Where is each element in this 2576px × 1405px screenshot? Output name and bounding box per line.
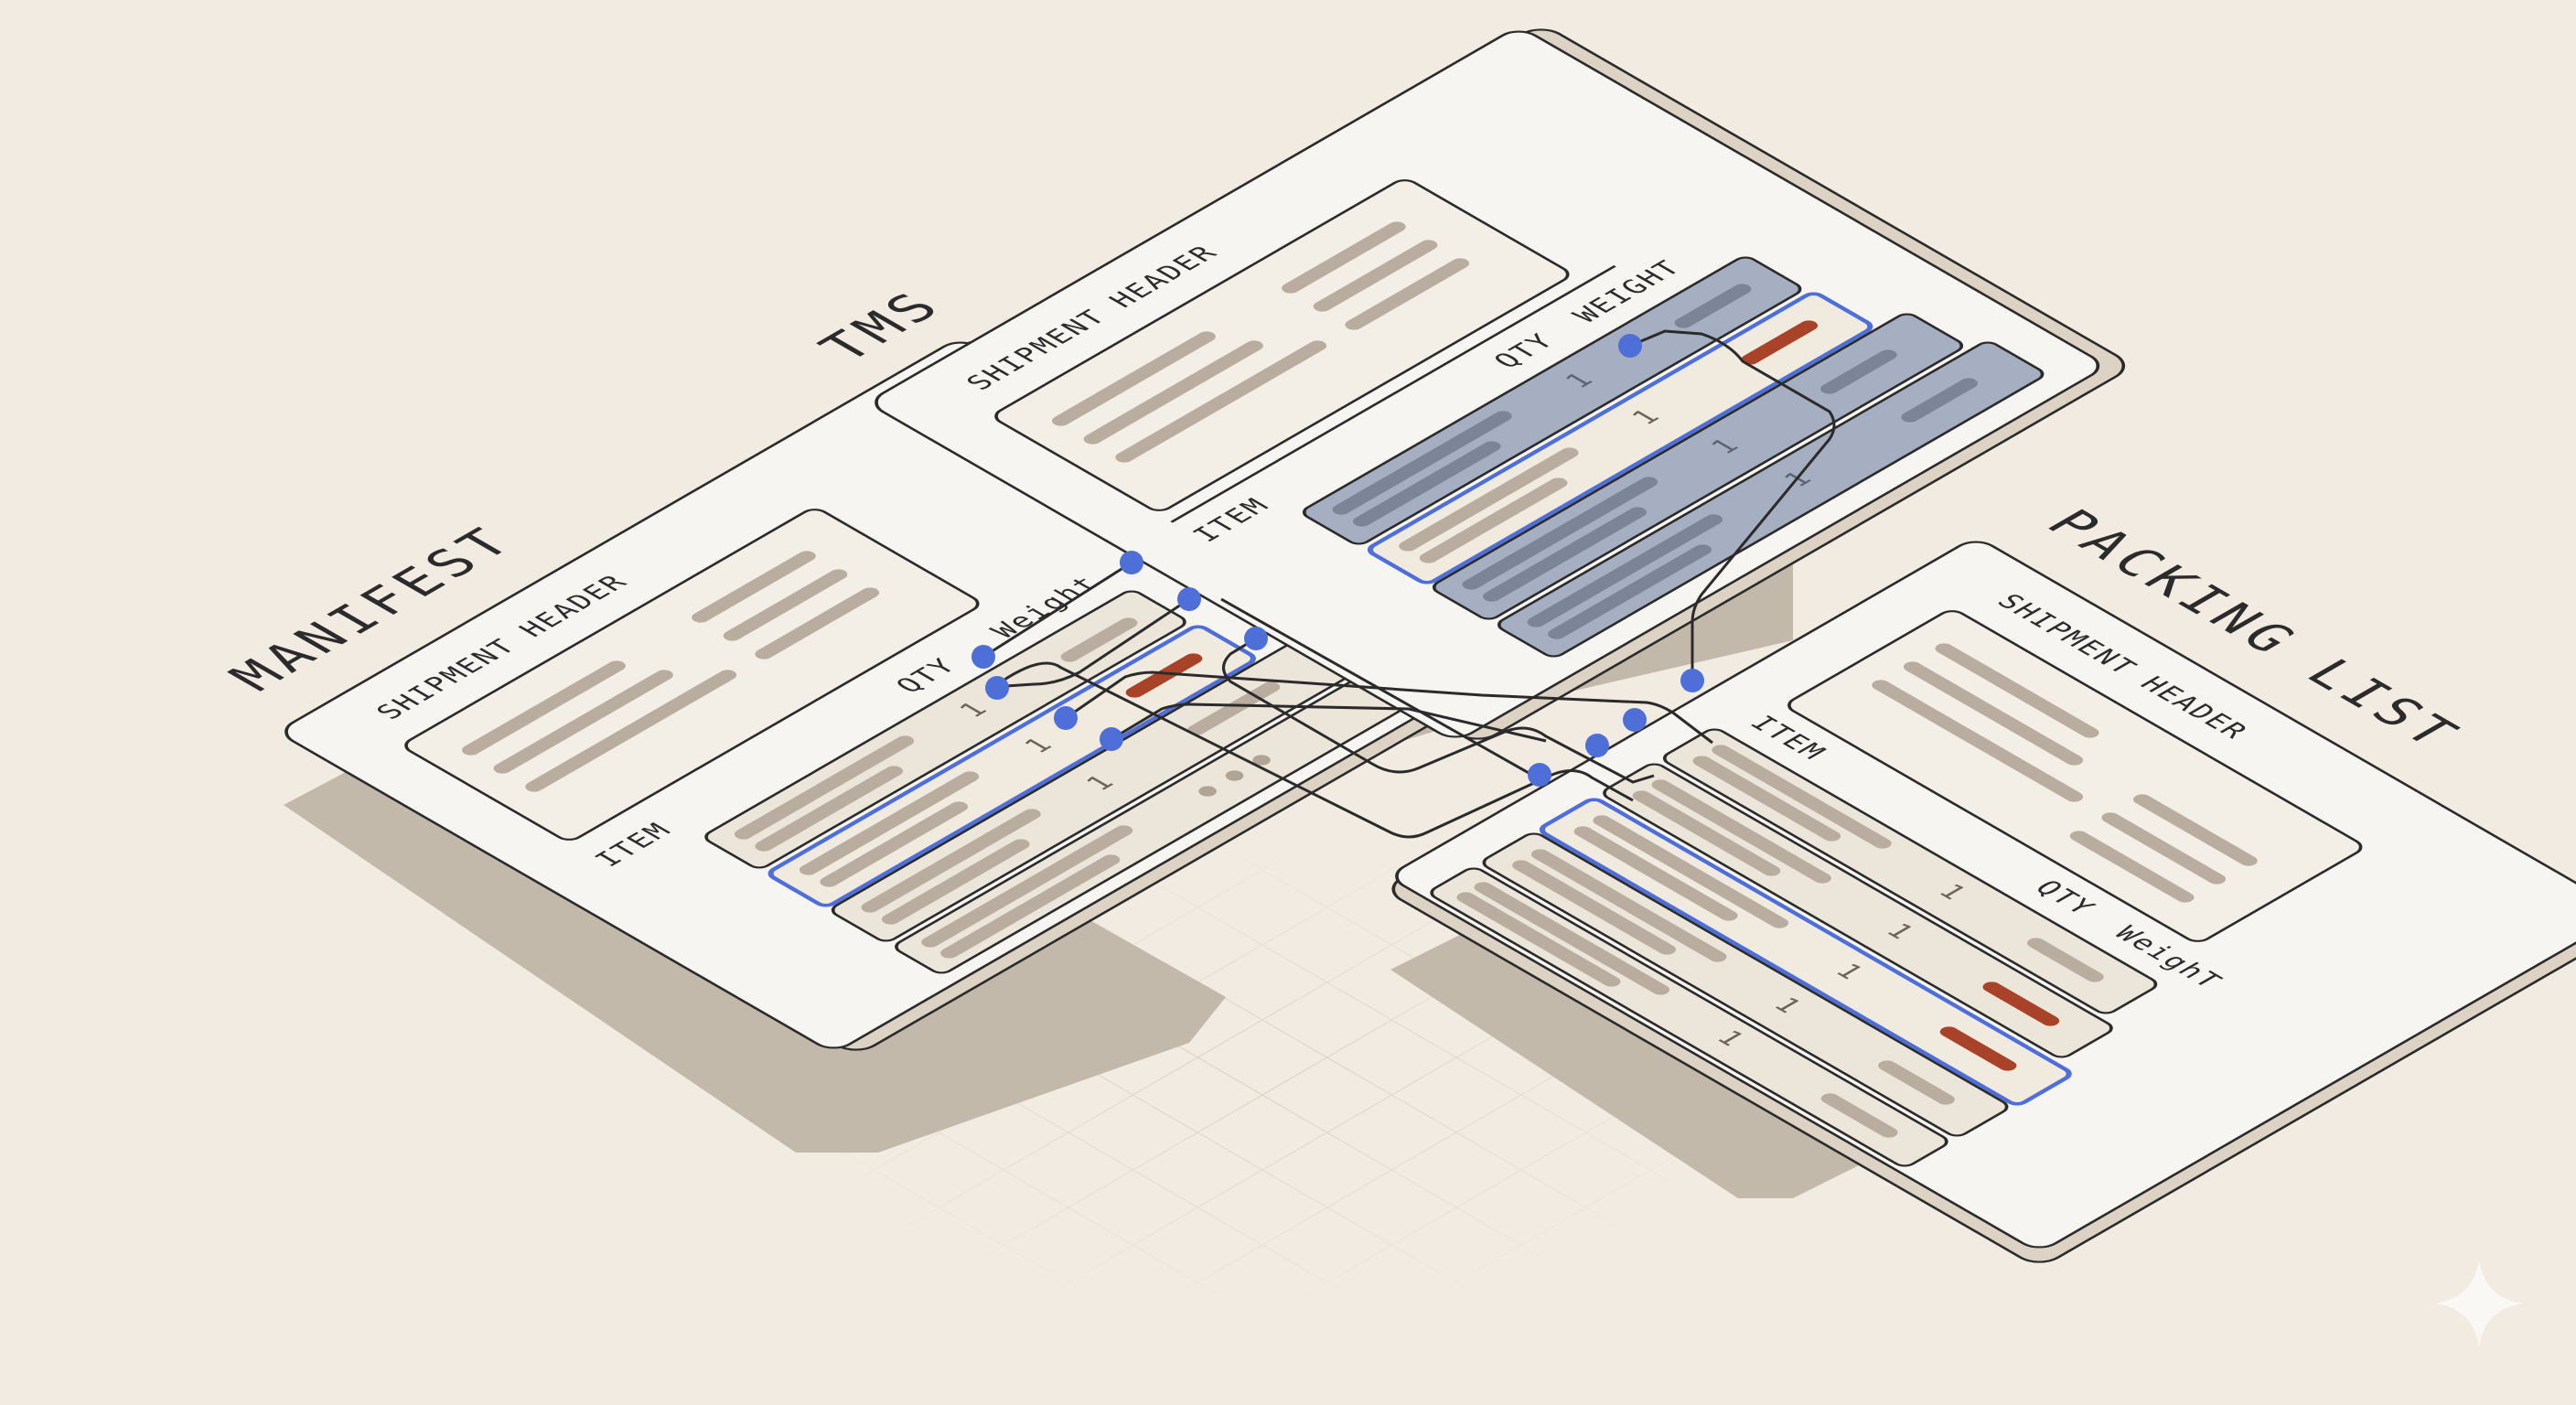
qty-value: 1: [952, 697, 995, 723]
column-header-item: ITEM: [1186, 493, 1278, 547]
header-field-bar: [688, 549, 820, 625]
weight-bar: [1670, 282, 1755, 330]
weight-mismatch-bar: [1936, 1024, 2021, 1073]
qty-value: 1: [1703, 434, 1746, 459]
header-field-bar: [1278, 220, 1410, 295]
qty-value: 1: [1776, 467, 1819, 492]
weight-mismatch-bar: [1979, 980, 2064, 1028]
header-field-bar: [2098, 810, 2230, 886]
header-field-bar: [1309, 238, 1442, 314]
header-field-bar: [1341, 256, 1474, 332]
weight-mismatch-bar: [1737, 318, 1822, 367]
sparkle-icon: [2435, 1260, 2523, 1347]
header-field-bar: [719, 567, 852, 643]
weight-bar: [2023, 936, 2108, 984]
qty-value: 1: [1079, 770, 1122, 796]
weight-bar: [1897, 376, 1982, 424]
weight-mismatch-bar: [1122, 651, 1207, 700]
header-field-bar: [751, 585, 884, 661]
qty-value: 1: [1930, 880, 1973, 905]
header-field-bar: [2130, 792, 2261, 868]
qty-value: 1: [1017, 733, 1060, 758]
column-header-item: ITEM: [587, 818, 680, 872]
qty-value: 1: [1625, 404, 1668, 430]
weight-bar: [1816, 348, 1901, 396]
qty-value: 1: [1558, 368, 1601, 393]
weight-bar: [1057, 616, 1142, 664]
qty-value: 1: [1828, 960, 1871, 984]
qty-value: 1: [1766, 993, 1809, 1018]
qty-value: 1: [1878, 919, 1921, 944]
qty-value: 1: [1709, 1026, 1752, 1051]
